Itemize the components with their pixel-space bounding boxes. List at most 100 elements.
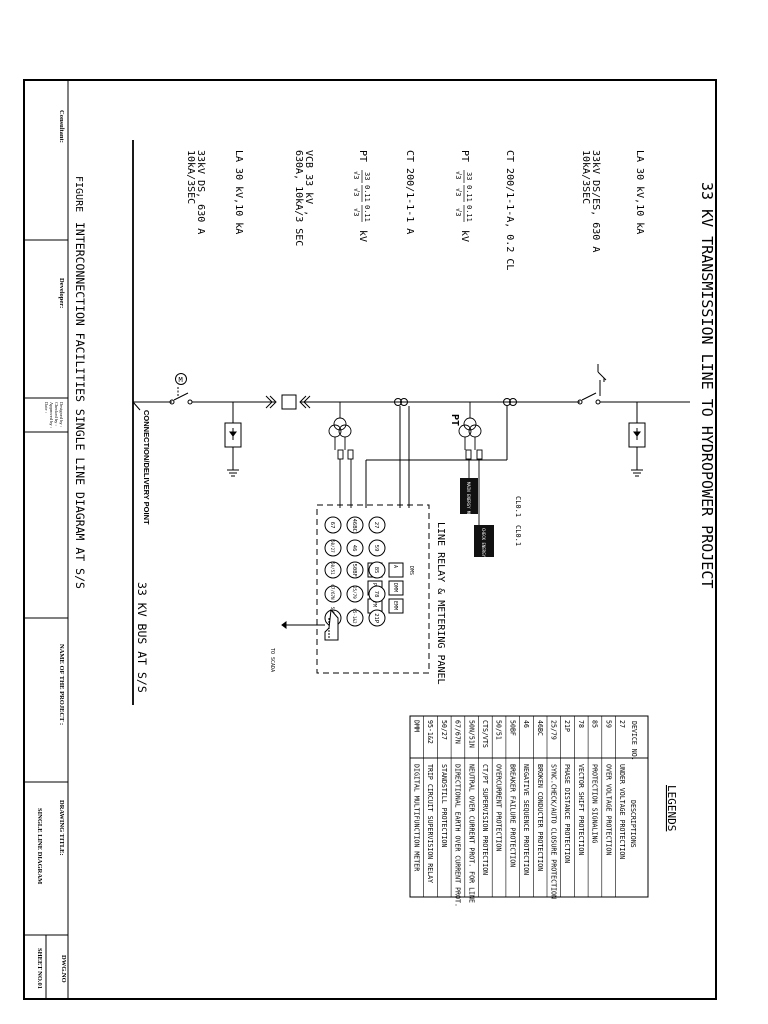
pt-label: PT: [449, 414, 460, 426]
legend-description: OVER VOLTAGE PROTECTION: [604, 764, 612, 855]
relay-circle: [346, 609, 364, 627]
meter-box: [388, 580, 404, 596]
annotations: LA 30 kV,10 kA 33kV DS/ES, 630 A 10kA/3S…: [185, 150, 645, 270]
bus-label: 33 KV BUS AT S/S: [135, 582, 149, 693]
la-bottom-annotation: LA 30 kV,10 kA: [233, 150, 244, 234]
checked-by-label: Checked by :: [54, 402, 59, 426]
svg-text:CHECK ENERGY METER: CHECK ENERGY METER: [481, 528, 486, 572]
ds-top-annotation-1: 33kV DS/ES, 630 A: [590, 150, 601, 252]
relay-circle: [346, 561, 364, 579]
drawing-title: SINGLE LINE DIAGRAM: [36, 808, 43, 884]
legend-device-no: 46: [522, 720, 530, 728]
delivery-point-marker: [132, 401, 141, 411]
power-line: [132, 140, 690, 705]
date-label: Date :: [44, 402, 49, 413]
relay-label: 59: [373, 545, 379, 552]
legend-title: LEGENDS: [665, 785, 678, 831]
drawing-title-label: DRAWING TITLE:: [58, 800, 65, 856]
consultant-label: Consultant:: [58, 110, 65, 143]
relay-circle: [346, 516, 364, 534]
relay-circle: [368, 609, 386, 627]
pt-1-num-1: 33: [465, 172, 473, 180]
relay-label: 50/51: [330, 562, 335, 575]
relay-circle: [368, 539, 386, 557]
legend-description: CT/PT SUPERVISION PROTECTION: [481, 764, 489, 875]
relay-label: 46BC: [351, 519, 357, 532]
meter-box: [388, 562, 404, 578]
pt-2-num-2: 0.11: [363, 185, 371, 202]
disconnector-top: [577, 364, 607, 405]
legend-description: NEGATIVE SEQUENCE PROTECTION: [522, 764, 530, 875]
cl-label-1: CL0.1: [514, 496, 522, 517]
scada-link: [281, 608, 339, 641]
ds-bottom-annotation-2: 10kA/3SEC: [185, 150, 196, 204]
legend-device-no: 50BF: [508, 720, 516, 736]
relay-circle: [368, 561, 386, 579]
sheet-label: SHEET NO.01: [36, 948, 43, 989]
current-transformers: [365, 398, 517, 508]
vcb-annotation-2: 630A, 10kA/3 SEC: [293, 150, 304, 246]
main-title: 33 KV TRANSMISSION LINE TO HYDROPOWER PR…: [698, 182, 716, 588]
legend-device-no: 78: [577, 720, 585, 728]
ds-top-annotation-2: 10kA/3SEC: [580, 150, 591, 204]
relay-label: 50/27: [330, 540, 335, 553]
meter-label: PF: [371, 583, 377, 589]
legend-device-no: DMM: [413, 720, 421, 732]
legend-description: SYNC.CHECK/AUTO CLOSURE PROTECTION: [550, 764, 558, 899]
relay-label: 85: [373, 567, 379, 574]
cl-label-2: CL0.1: [514, 525, 522, 546]
ct-1-annotation: CT 200/1-1-A, 0.2 CL: [504, 150, 515, 270]
lightning-arrester-top: [628, 402, 646, 477]
drawing-frame: [23, 79, 717, 1000]
pt-2-num-3: 0.11: [363, 205, 371, 222]
legend-description: BROKEN CONDUCTER PROTECTION: [536, 764, 544, 871]
pt-1-suffix: kV: [459, 230, 470, 242]
meter-label: DMM: [392, 583, 398, 592]
pt-1-den-1: √3: [454, 171, 462, 179]
figure-label: FIGURE: [73, 176, 84, 212]
disconnector-bottom: [169, 373, 193, 405]
pt-2-suffix: kV: [357, 230, 368, 242]
legend-col-device: DEVICE NO.: [630, 721, 638, 761]
legend-description: DIGITAL MULTIFUNCTION METER: [413, 764, 421, 871]
potential-transformer-bottom: [328, 402, 354, 508]
legend-device-no: 50/51: [495, 720, 503, 740]
legend-device-no: 50N/51N: [467, 720, 475, 748]
pt-2-den-3: √3: [352, 208, 360, 216]
pt-2-den-1: √3: [352, 171, 360, 179]
legend-description: PROTECTION SIGNALING: [591, 764, 599, 843]
relay-panel: [316, 504, 430, 674]
legend-device-no: 27: [618, 720, 626, 728]
relay-circle: [346, 585, 364, 603]
pt-1-num-2: 0.11: [465, 185, 473, 202]
relay-label: 21P: [373, 613, 379, 624]
title-block: Consultant: Developer: Designed by : Che…: [24, 80, 69, 999]
main-energy-meter: MAIN ENERGY METER: [460, 478, 478, 524]
relay-circle: [346, 539, 364, 557]
legend-description: DIRECTIONAL EARTH OVER CURRENT PROT.: [454, 764, 462, 907]
dms-label: DMS: [408, 566, 414, 575]
pt-1-prefix: PT: [459, 150, 470, 162]
relay-label: 25/79: [352, 586, 357, 599]
vcb-annotation-1: VCB 33 kV ,: [303, 150, 314, 216]
legend-description: OVERCURRENT PROTECTION: [495, 764, 503, 851]
pt-1-den-3: √3: [454, 208, 462, 216]
lightning-arrester-bottom: [224, 402, 242, 477]
legend-description: TRIP CIRCUIT SUPERVISION RELAY: [426, 764, 434, 883]
legend-description: UNDER VOLTAGE PROTECTION: [618, 764, 626, 859]
vacuum-circuit-breaker: [265, 394, 311, 410]
approved-by-label: Approved by :: [49, 402, 54, 428]
relay-circle: [324, 561, 342, 579]
legend-description: STANDSTILL PROTECTION: [440, 764, 448, 847]
meter-label: FM: [371, 601, 377, 607]
relay-circle: [368, 516, 386, 534]
meter-box: [388, 598, 404, 614]
relay-label: 78: [373, 591, 379, 598]
scada-label: TO SCADA: [269, 648, 275, 672]
legend-device-no: 59: [604, 720, 612, 728]
meter-label: A: [392, 565, 398, 568]
legend-col-description: DESCRIPTIONS: [629, 800, 637, 848]
ct-2-annotation: CT 200/1-1-1 A: [404, 150, 415, 234]
